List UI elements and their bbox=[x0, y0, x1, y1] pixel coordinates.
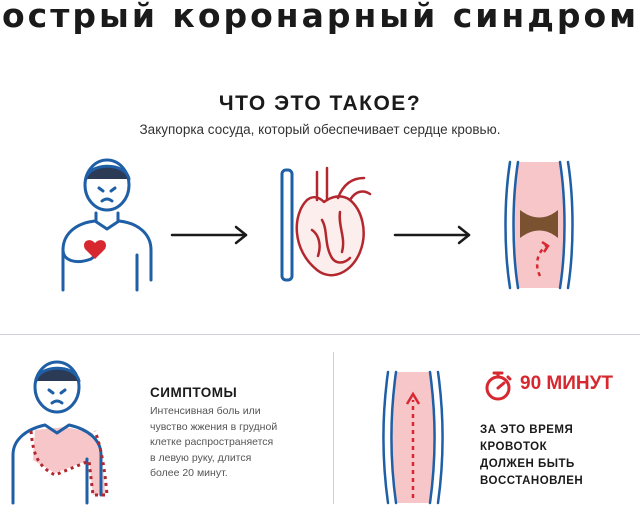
section-divider bbox=[0, 334, 640, 335]
blocked-vessel-icon bbox=[504, 160, 574, 290]
column-divider bbox=[333, 352, 334, 504]
symptoms-line: в левую руку, длится bbox=[150, 451, 252, 464]
small-heart-icon bbox=[84, 240, 106, 259]
heart-anatomy-icon bbox=[280, 166, 372, 282]
person-chest-pain-icon bbox=[61, 158, 153, 292]
restored-vessel-icon bbox=[382, 370, 444, 505]
timer-note-line: КРОВОТОК bbox=[480, 441, 548, 453]
main-title: острый коронарный синдром bbox=[2, 0, 640, 35]
symptoms-description: Интенсивная боль или чувство жжения в гр… bbox=[150, 404, 325, 482]
symptoms-line: чувство жжения в грудной bbox=[150, 420, 278, 433]
stopwatch-icon bbox=[485, 371, 512, 401]
person-pain-radiation-icon bbox=[11, 360, 109, 505]
section-description: Закупорка сосуда, который обеспечивает с… bbox=[139, 122, 501, 137]
symptoms-line: клетке распространяется bbox=[150, 436, 274, 448]
timer-note-line: ВОССТАНОВЛЕН bbox=[480, 475, 584, 487]
timer-note-line: ДОЛЖЕН БЫТЬ bbox=[480, 458, 575, 470]
timer-label: 90 МИНУТ bbox=[520, 373, 614, 394]
arrow-right-icon bbox=[170, 225, 248, 245]
symptoms-title: СИМПТОМЫ bbox=[150, 385, 238, 400]
arrow-right-icon bbox=[393, 225, 471, 245]
timer-note-line: ЗА ЭТО ВРЕМЯ bbox=[480, 424, 574, 436]
symptoms-line: более 20 минут. bbox=[150, 467, 228, 479]
symptoms-line: Интенсивная боль или bbox=[150, 405, 261, 417]
section-heading: ЧТО ЭТО ТАКОЕ? bbox=[218, 92, 422, 115]
